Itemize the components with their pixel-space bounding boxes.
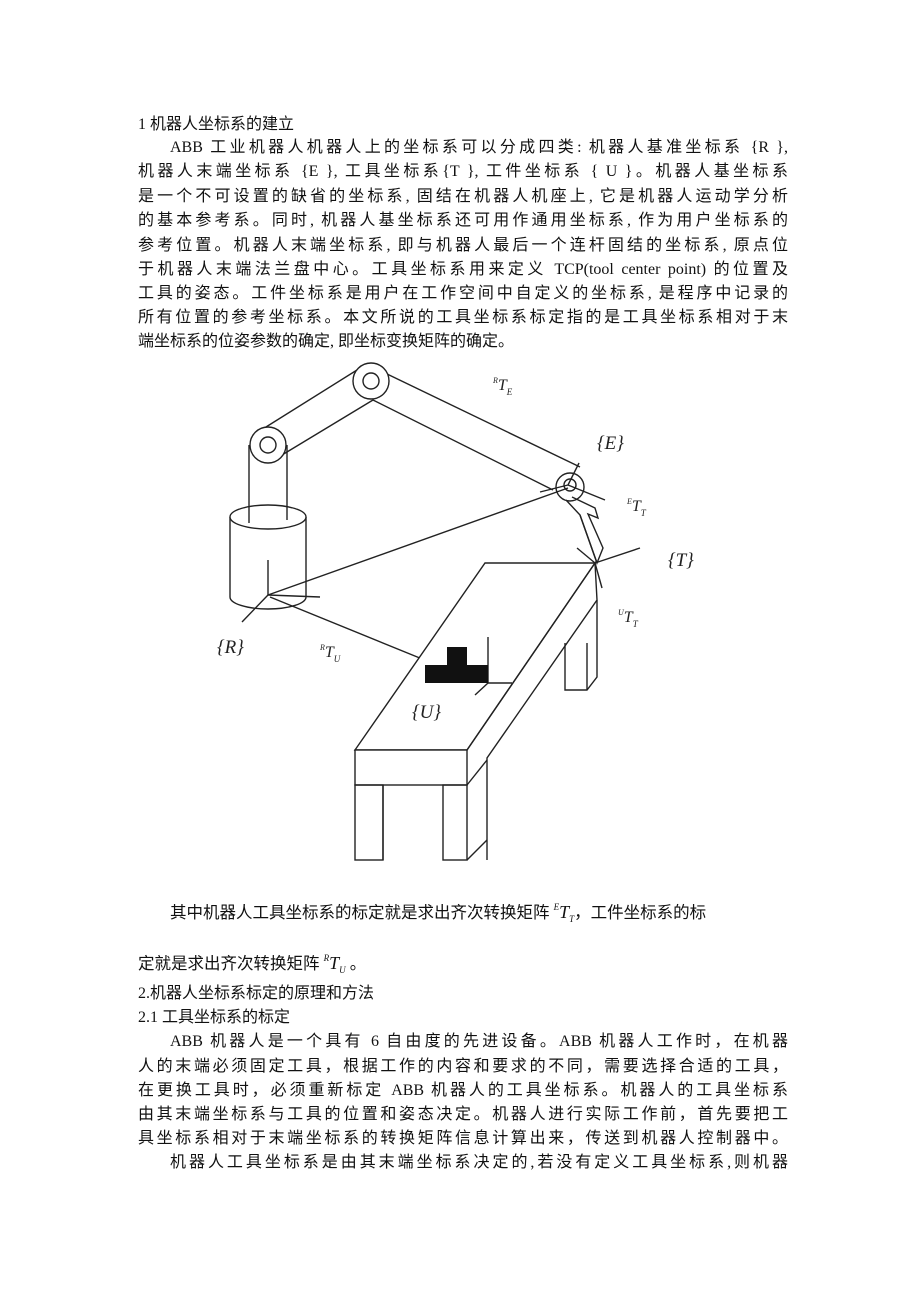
- robot-forearm: [372, 372, 581, 491]
- label-frame-R: {R}: [217, 637, 244, 658]
- paragraph-line: 工具的姿态。工件坐标系是用户在工作空间中自定义的坐标系, 是程序中记录的: [138, 285, 788, 302]
- sub: U: [339, 965, 346, 975]
- frame-T-axes: [576, 547, 641, 589]
- robot-column: [248, 445, 288, 523]
- joint-shoulder: [249, 426, 287, 464]
- sub: T: [569, 914, 575, 924]
- transform-line-R-U: [269, 596, 438, 666]
- main: T: [559, 902, 570, 922]
- paragraph-line: 由其末端坐标系与工具的位置和姿态决定。机器人进行实际工作前，首先要把工: [138, 1106, 788, 1123]
- math-RTU: RTU: [323, 953, 346, 975]
- label-RTU: RTU: [319, 643, 341, 664]
- paragraph-line: ABB 机器人是一个具有 6 自由度的先进设备。ABB 机器人工作时，在机器: [170, 1033, 788, 1050]
- robot-tool: [565, 496, 604, 565]
- text: 定就是求出齐次转换矩阵: [138, 954, 320, 973]
- main: T: [329, 953, 340, 973]
- transform-line-R-E: [267, 487, 569, 596]
- sup: R: [323, 953, 330, 963]
- paragraph-line: 的基本参考系。同时, 机器人基坐标系还可用作通用坐标系, 作为用户坐标系的: [138, 212, 788, 229]
- joint-elbow: [352, 362, 390, 400]
- label-frame-U: {U}: [412, 702, 441, 723]
- math-ETT: ETT: [553, 902, 575, 924]
- sup: E: [553, 902, 560, 912]
- label-ETT: ETT: [626, 497, 647, 518]
- paragraph-line: 在更换工具时，必须重新标定 ABB 机器人的工具坐标系。机器人的工具坐标系: [138, 1082, 788, 1099]
- paragraph-line: 端坐标系的位姿参数的确定, 即坐标变换矩阵的确定。: [138, 333, 515, 350]
- label-UTT: UTT: [618, 608, 639, 629]
- workpiece: [425, 647, 488, 683]
- section-2-1-heading: 2.1 工具坐标系的标定: [138, 1009, 291, 1026]
- joint-wrist: [555, 472, 585, 502]
- text: 。: [349, 954, 367, 973]
- label-RTE: RTE: [492, 376, 513, 397]
- section-2-heading: 2.机器人坐标系标定的原理和方法: [138, 985, 375, 1002]
- paragraph-line: 机器人工具坐标系是由其末端坐标系决定的,若没有定义工具坐标系,则机器: [170, 1154, 788, 1171]
- paragraph-line: 于机器人末端法兰盘中心。工具坐标系用来定义 TCP(tool center po…: [138, 261, 788, 278]
- text: ，工件坐标系的标: [574, 903, 707, 922]
- paragraph-line: 所有位置的参考坐标系。本文所说的工具坐标系标定指的是工具坐标系相对于末: [138, 309, 788, 326]
- frame-E-axes: [539, 462, 606, 501]
- robot-upper-arm: [257, 369, 374, 456]
- workbench: [353, 560, 598, 861]
- text: 其中机器人工具坐标系的标定就是求出齐次转换矩阵: [170, 903, 550, 922]
- after-figure-line-1: 其中机器人工具坐标系的标定就是求出齐次转换矩阵 ETT，工件坐标系的标: [170, 897, 788, 929]
- paragraph-line: 人的末端必须固定工具，根据工作的内容和要求的不同，需要选择合适的工具，: [138, 1058, 788, 1075]
- paragraph-line: 是一个不可设置的缺省的坐标系, 固结在机器人机座上, 它是机器人运动学分析: [138, 188, 788, 205]
- section-1-heading: 1 机器人坐标系的建立: [138, 116, 295, 133]
- label-frame-T: {T}: [668, 550, 694, 571]
- paragraph-line: 具坐标系相对于末端坐标系的转换矩阵信息计算出来，传送到机器人控制器中。: [138, 1130, 788, 1147]
- paragraph-line: ABB 工业机器人机器人上的坐标系可以分成四类: 机器人基准坐标系 {R },: [170, 139, 788, 156]
- label-frame-E: {E}: [597, 433, 624, 454]
- paragraph-line: 机器人末端坐标系 {E }, 工具坐标系{T }, 工件坐标系 { U }。机器…: [138, 163, 788, 180]
- after-figure-line-2: 定就是求出齐次转换矩阵 RTU 。: [138, 948, 788, 980]
- frame-R-axes: [241, 560, 321, 623]
- paragraph-line: 参考位置。机器人末端坐标系, 即与机器人最后一个连杆固结的坐标系, 原点位: [138, 237, 788, 254]
